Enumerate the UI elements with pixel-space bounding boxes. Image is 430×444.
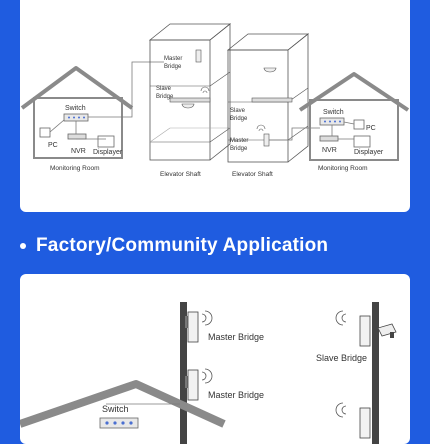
left-elevator-shaft: Master Bridge Slave Bridge Elevator Shaf… (148, 23, 232, 178)
nvr-icon (319, 135, 339, 142)
slave-bridge-label: Slave (156, 86, 172, 92)
slave-bridge-label-2: Bridge (156, 94, 174, 100)
elevator-diagram: Switch PC NVR Displayer Monitoring Room (20, 23, 410, 178)
elevator-car-top (169, 97, 211, 103)
slave-bridge-label-2: Bridge (230, 116, 248, 122)
wifi-icon (335, 310, 347, 326)
elevator-diagram-panel: Switch PC NVR Displayer Monitoring Room (20, 0, 410, 212)
section-title: Factory/Community Application (36, 235, 329, 256)
master-bridge-device (187, 369, 199, 401)
display-icon (97, 135, 115, 148)
nvr-label: NVR (322, 147, 337, 154)
camera-icon (263, 67, 277, 73)
roof (20, 380, 226, 428)
room-walls (33, 97, 123, 159)
switch-label: Switch (65, 105, 86, 112)
elevator-car-bottom (251, 97, 293, 103)
master-bridge-device (187, 311, 199, 343)
room-caption: Monitoring Room (318, 165, 368, 172)
factory-house: Switch (20, 380, 226, 429)
master-bridge-label: Master (230, 138, 248, 144)
wifi-icon (256, 124, 266, 132)
pc-icon (39, 127, 51, 138)
wifi-icon (201, 310, 213, 326)
cable-line (88, 61, 164, 118)
right-elevator-shaft: Slave Bridge Master Bridge Elevator Shaf… (226, 33, 310, 178)
slave-bridge-device (359, 315, 371, 347)
pole (180, 302, 187, 444)
slave-bridge-label: Slave (230, 108, 246, 114)
wifi-icon (200, 86, 210, 94)
camera-icon (181, 103, 195, 109)
switch-device (99, 417, 139, 429)
factory-diagram-panel: Master Bridge Master Bridge Slave Bridge… (20, 274, 410, 444)
master-bridge-label: Master Bridge (208, 332, 264, 342)
shaft-caption: Elevator Shaft (232, 171, 273, 178)
slave-bridge-device (359, 407, 371, 439)
display-label: Displayer (354, 149, 384, 156)
bullet-icon (20, 243, 26, 249)
cable-line (269, 127, 320, 141)
pc-label: PC (366, 125, 376, 132)
nvr-label: NVR (71, 148, 86, 155)
switch-label: Switch (323, 109, 344, 116)
master-bridge-device (263, 133, 270, 147)
pole (372, 302, 379, 444)
pc-label: PC (48, 142, 58, 149)
pc-icon (353, 119, 365, 130)
nvr-icon (67, 133, 87, 140)
slave-bridge-label: Slave Bridge (316, 353, 367, 363)
display-icon (353, 135, 371, 148)
shaft-caption: Elevator Shaft (160, 171, 201, 178)
right-pole: Slave Bridge (316, 302, 397, 444)
master-bridge-label-2: Bridge (164, 64, 182, 70)
left-pole: Master Bridge Master Bridge (180, 302, 264, 444)
right-monitoring-room: Switch PC NVR Displayer Monitoring Room (298, 72, 410, 172)
room-caption: Monitoring Room (50, 165, 100, 172)
master-bridge-label: Master (164, 56, 182, 62)
master-bridge-label: Master Bridge (208, 390, 264, 400)
master-bridge-label-2: Bridge (230, 146, 248, 152)
wifi-icon (201, 368, 213, 384)
factory-diagram: Master Bridge Master Bridge Slave Bridge… (20, 302, 397, 444)
master-bridge-device (195, 49, 202, 63)
left-monitoring-room: Switch PC NVR Displayer Monitoring Room (20, 66, 134, 172)
display-label: Displayer (93, 149, 123, 156)
wifi-icon (335, 402, 347, 418)
section-heading: Factory/Community Application (20, 232, 328, 260)
switch-label: Switch (102, 404, 129, 414)
